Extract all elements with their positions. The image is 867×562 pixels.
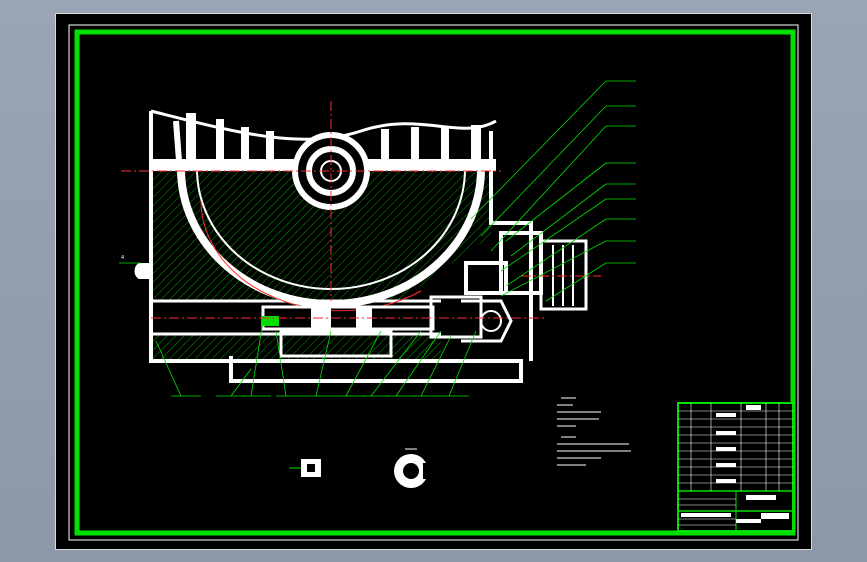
- title-block: [677, 402, 794, 532]
- inner-frame: [74, 29, 796, 536]
- leader-lines: [119, 80, 636, 397]
- cad-drawing: 4: [68, 24, 799, 541]
- callout-left: 4: [121, 255, 124, 261]
- outer-frame: [68, 24, 799, 541]
- gearbox-housing: [134, 109, 588, 383]
- technical-notes: [557, 397, 631, 466]
- detail-view-square: [289, 459, 321, 477]
- drawing-sheet: 4: [55, 13, 812, 550]
- detail-view-flange: [394, 448, 431, 488]
- center-lines: [121, 101, 601, 319]
